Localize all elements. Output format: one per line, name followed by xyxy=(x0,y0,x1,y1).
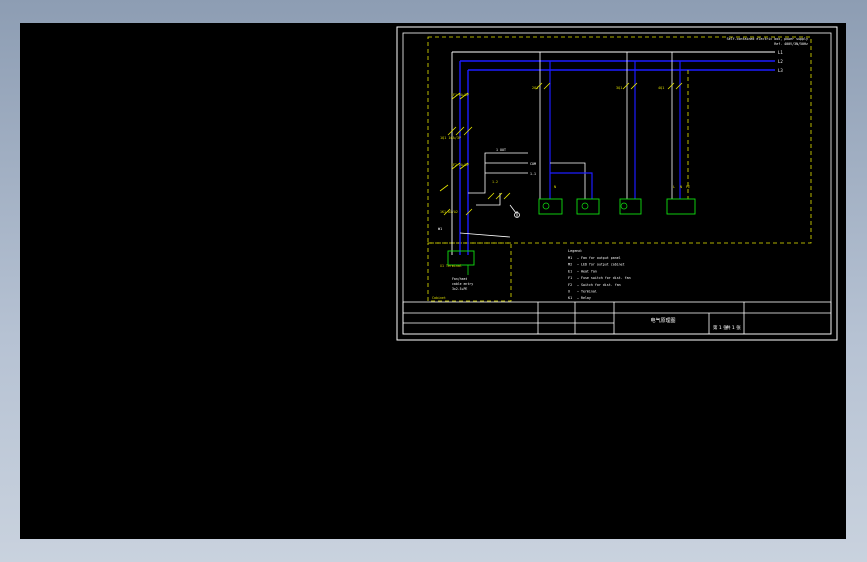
sheet-label: 第 1 张 xyxy=(713,324,728,331)
legend-text: — Terminal xyxy=(577,290,597,294)
legend-code: X xyxy=(568,290,571,294)
legend-code: F1 xyxy=(568,276,572,280)
ctrl-label-1: 1 OUT xyxy=(496,148,506,152)
sheet-count: 共 1 张 xyxy=(726,324,741,331)
aux-switch-1 xyxy=(451,92,469,100)
aux-label-2: 1F2 2A/1P xyxy=(451,163,469,167)
phase-l2: L2 xyxy=(778,59,783,64)
load-k1 xyxy=(666,198,696,215)
out-n: N xyxy=(680,185,682,189)
terminal-label: X1 Terminal xyxy=(440,264,462,268)
terminal-note-1: Fan/heat xyxy=(452,277,467,281)
main-switch xyxy=(447,126,473,136)
legend-text: — LED for output cabinet xyxy=(577,263,625,267)
control-circuit xyxy=(459,152,528,238)
load-m2 xyxy=(576,198,600,215)
box-footer: Cabinet xyxy=(432,296,446,300)
out-pe: PE xyxy=(686,185,690,189)
load-e1 xyxy=(619,198,642,215)
ctrl-contacts xyxy=(443,192,511,216)
fan-switch-1: 2Q1 xyxy=(532,86,538,90)
terminal-outline xyxy=(427,242,512,302)
fan-switch-2: 3Q1 xyxy=(616,86,622,90)
ctrl-label-2: COM xyxy=(530,162,536,166)
neutral-mark: N xyxy=(554,185,556,189)
header-note-2: Ref. 400V/3N/50Hz xyxy=(774,42,808,46)
legend-text: — Relay xyxy=(577,296,591,300)
terminal-block xyxy=(447,250,475,266)
phase-l3: L3 xyxy=(778,68,783,73)
aux-label-1: 1F1 6A/1P xyxy=(451,93,469,97)
terminal-note-2: cable entry xyxy=(452,282,473,286)
cad-viewport[interactable]: Self-contained electric box, power suppl… xyxy=(20,23,846,539)
legend-title: Legend: xyxy=(568,249,583,253)
outer-frame xyxy=(396,26,838,341)
title-block xyxy=(402,301,832,335)
legend-text: — Fuse switch for dist. fan xyxy=(577,276,631,280)
fan-switch-3: 4Q1 xyxy=(658,86,664,90)
aux-switch-2 xyxy=(439,162,469,192)
phase-l1: L1 xyxy=(778,50,783,55)
terminal-note-3: 3x2.5+PE xyxy=(452,287,467,291)
legend-code: M1 xyxy=(568,256,572,260)
aux-label-3: 1K1 A1/A2 xyxy=(440,210,458,214)
legend-text: — Heat fan xyxy=(577,269,597,273)
legend-code: E1 xyxy=(568,269,572,273)
legend-text: — Switch for dist. fan xyxy=(577,283,621,287)
legend-code: K1 xyxy=(568,296,572,300)
branch-wires xyxy=(539,52,689,199)
electrical-schematic: Self-contained electric box, power suppl… xyxy=(396,26,838,341)
legend-code: M2 xyxy=(568,263,572,267)
enclosure-outline xyxy=(427,36,812,244)
load-m1 xyxy=(538,198,563,215)
header-note-1: Self-contained electric box, power suppl… xyxy=(727,37,808,41)
out-l: L xyxy=(673,185,675,189)
legend-code: F2 xyxy=(568,283,572,287)
legend-text: — Fan for output panel xyxy=(577,256,621,260)
cable-label: W1 xyxy=(438,227,442,231)
main-switch-label: 1Q1 16A/3P xyxy=(440,136,461,140)
drawing-title: 电气原理图 xyxy=(650,317,675,324)
ctrl-label-3: 1.1 xyxy=(530,172,536,176)
branch-switches xyxy=(535,82,683,90)
ctrl-label-4: 1.2 xyxy=(492,180,498,184)
